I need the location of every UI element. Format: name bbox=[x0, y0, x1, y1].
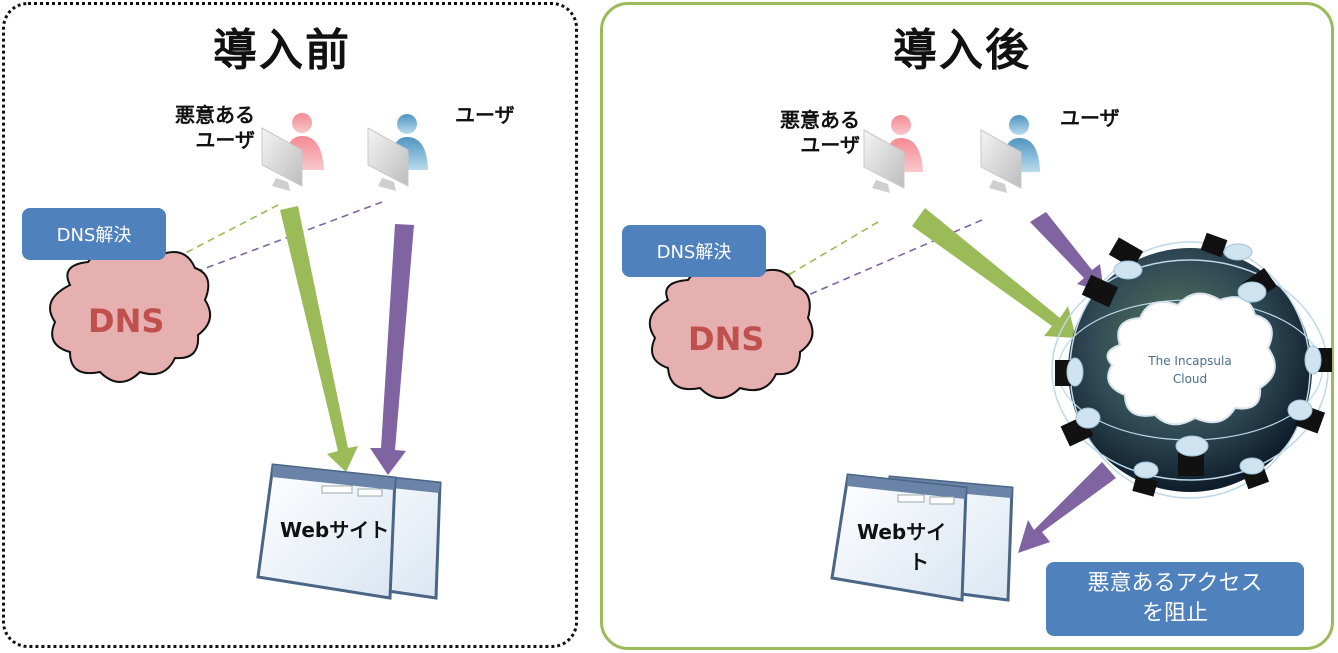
malicious-dns-lookup-arrow bbox=[155, 204, 279, 274]
user-icon bbox=[367, 114, 428, 191]
website-label: Webサイト bbox=[280, 518, 390, 542]
dns-resolve-box: DNS解決 bbox=[22, 208, 166, 260]
dns-label: DNS bbox=[88, 302, 165, 340]
malicious-user-label-after-line1: 悪意ある bbox=[780, 108, 860, 132]
cloud-to-website-arrow bbox=[1018, 462, 1116, 553]
dns-label-after: DNS bbox=[688, 320, 765, 358]
malicious-user-icon-after bbox=[863, 115, 923, 193]
block-label-line1: 悪意あるアクセス bbox=[1087, 571, 1263, 596]
website-label-after-line2: ト bbox=[909, 550, 929, 574]
incapsula-cloud-globe bbox=[1051, 232, 1332, 499]
dns-resolve-box-after: DNS解決 bbox=[622, 225, 766, 277]
malicious-access-arrow bbox=[280, 206, 358, 472]
user-access-arrow bbox=[370, 224, 414, 475]
malicious-user-label: 悪意ある ユーザ bbox=[150, 103, 255, 153]
incapsula-cloud-label: The Incapsula Cloud bbox=[1138, 352, 1242, 388]
user-icon-after bbox=[980, 115, 1040, 193]
website-label-after-line1: Webサイ bbox=[857, 520, 947, 544]
website-icon bbox=[256, 463, 442, 600]
malicious-user-icon bbox=[261, 113, 324, 191]
malicious-dns-lookup-arrow-after bbox=[777, 221, 879, 286]
malicious-user-label-after-line2: ユーザ bbox=[800, 133, 860, 157]
after-title: 導入後 bbox=[893, 25, 1031, 76]
website-icon-after bbox=[830, 473, 1014, 602]
incapsula-cloud-label-line1: The Incapsula bbox=[1148, 354, 1232, 368]
website-label-after: Webサイ ト bbox=[857, 517, 959, 577]
malicious-user-label-after: 悪意ある ユーザ bbox=[755, 108, 860, 158]
before-title: 導入前 bbox=[213, 25, 351, 76]
incapsula-cloud-label-line2: Cloud bbox=[1172, 372, 1208, 386]
malicious-user-label-line2: ユーザ bbox=[195, 128, 255, 152]
malicious-to-cloud-arrow bbox=[912, 208, 1076, 338]
user-dns-lookup-arrow-after bbox=[793, 219, 983, 307]
user-to-cloud-arrow bbox=[1030, 212, 1104, 292]
before-panel bbox=[2, 2, 578, 648]
user-label: ユーザ bbox=[455, 103, 515, 127]
block-malicious-access-box: 悪意あるアクセス を阻止 bbox=[1046, 562, 1304, 636]
after-panel bbox=[600, 2, 1334, 650]
block-label-line2: を阻止 bbox=[1141, 601, 1208, 626]
user-label-after: ユーザ bbox=[1060, 106, 1120, 130]
malicious-user-label-line1: 悪意ある bbox=[175, 103, 255, 127]
